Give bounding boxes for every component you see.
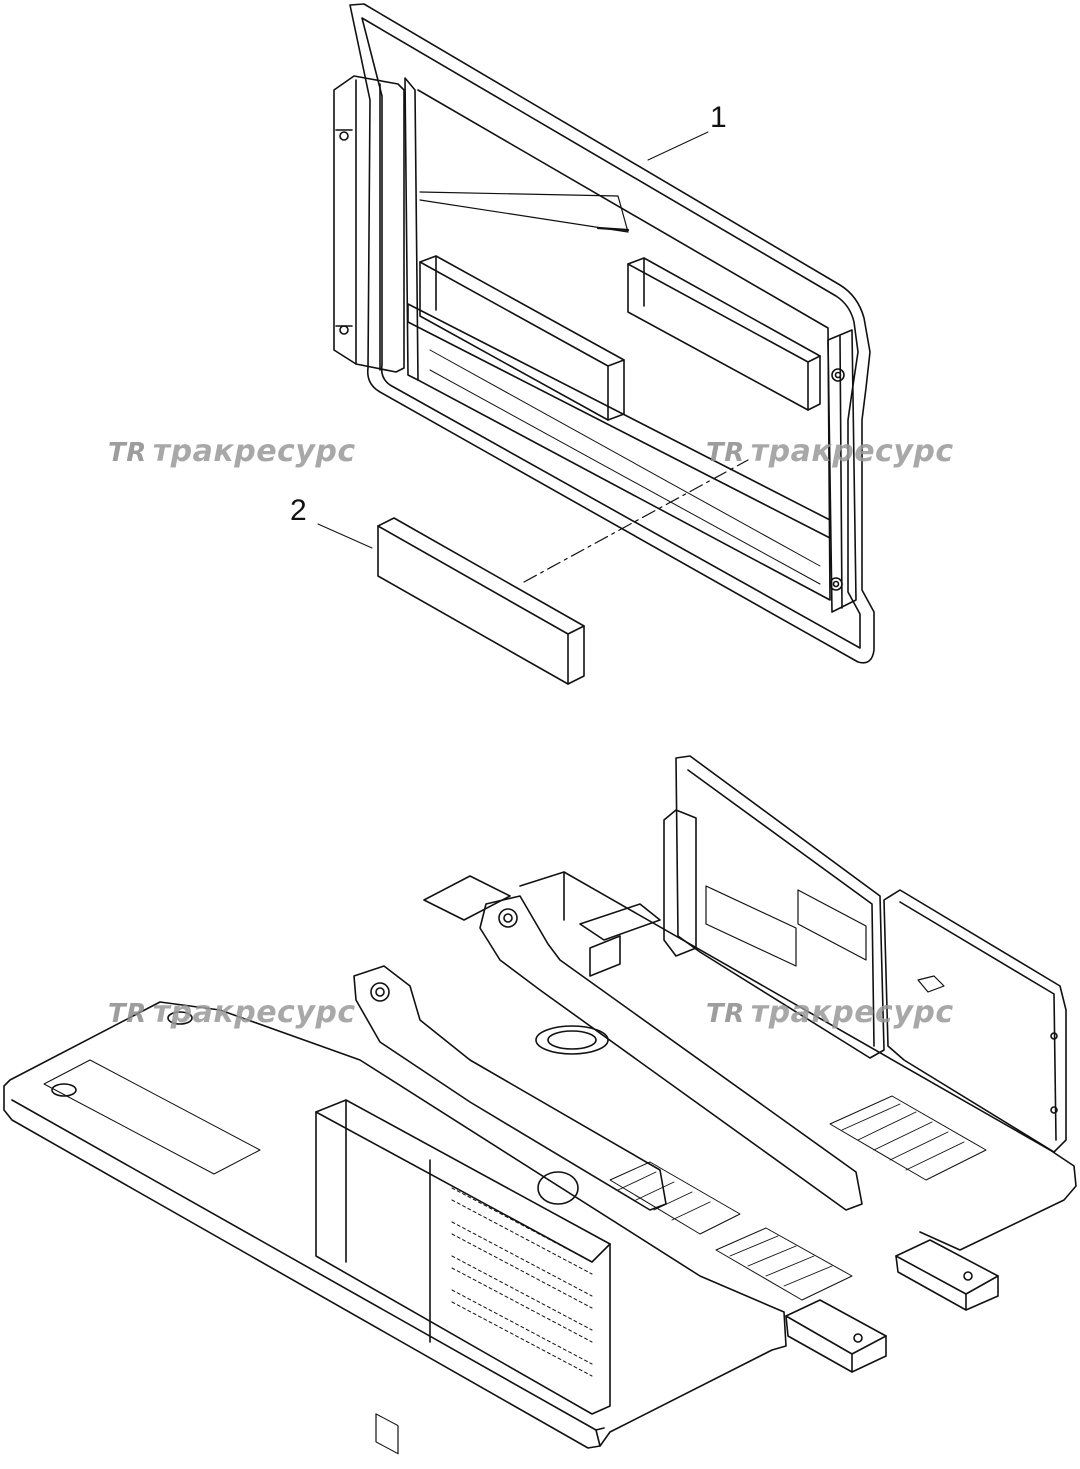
watermark-text: тракресурс — [152, 434, 356, 469]
watermark-text: тракресурс — [750, 434, 954, 469]
watermark-text: тракресурс — [152, 995, 356, 1030]
upper-frame-assembly — [3, 755, 1077, 1455]
watermark-logo-mark: TR — [706, 999, 745, 1029]
callout-label-1: 1 — [710, 101, 727, 134]
callout-label-2: 2 — [290, 494, 307, 527]
watermark-logo-mark: TR — [108, 438, 147, 468]
watermark-text: тракресурс — [750, 995, 954, 1030]
door-panel-part-1 — [333, 3, 875, 664]
weight-block-part-2 — [317, 459, 749, 685]
watermark-logo-mark: TR — [706, 438, 745, 468]
watermark-logo-mark: TR — [108, 999, 147, 1029]
